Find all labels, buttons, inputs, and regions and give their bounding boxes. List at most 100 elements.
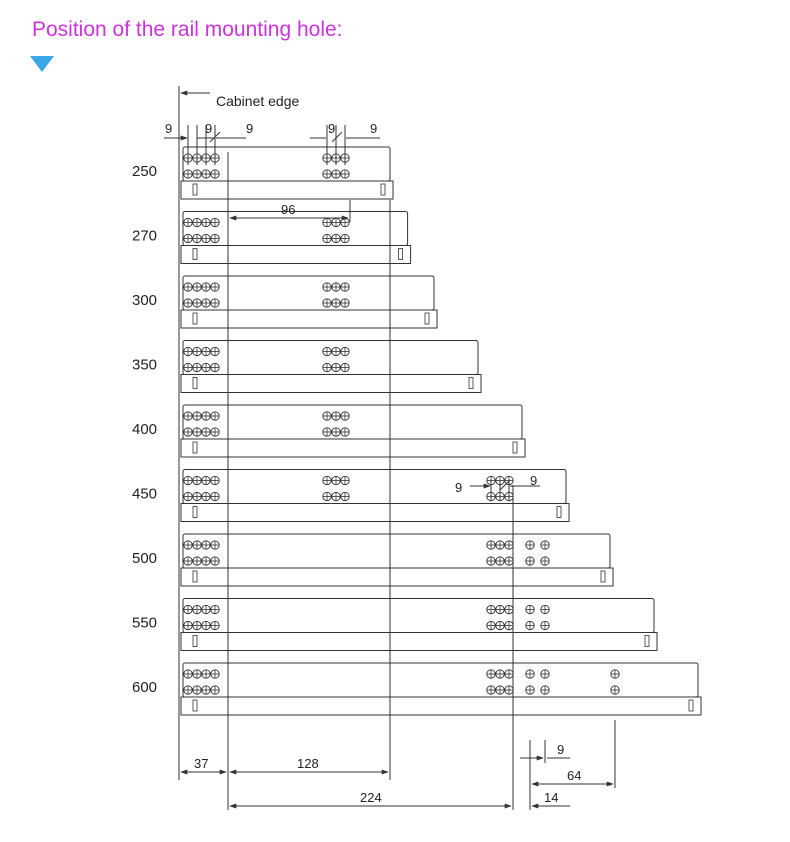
mounting-hole-icon <box>183 298 193 308</box>
mounting-hole-icon <box>486 540 496 550</box>
mounting-hole-icon <box>340 475 350 486</box>
rail-lower-bar <box>180 309 438 329</box>
mounting-hole-icon <box>504 556 514 566</box>
rail-slot-right <box>688 699 694 712</box>
mounting-hole-icon <box>183 685 193 695</box>
rail-slot-right <box>424 312 430 325</box>
mounting-hole-icon <box>192 411 202 421</box>
mounting-hole-icon <box>183 540 193 550</box>
mounting-hole-icon <box>201 556 211 566</box>
mounting-hole-icon <box>201 282 211 292</box>
rail-550: 550 <box>132 598 658 651</box>
rail-slot-right <box>512 441 518 454</box>
rail-length-label: 250 <box>132 163 157 180</box>
mounting-hole-icon <box>210 540 220 550</box>
mounting-hole-icon <box>331 362 341 373</box>
dim-96: 96 <box>281 202 295 217</box>
mounting-hole-icon <box>331 475 341 486</box>
mounting-hole-icon <box>192 604 202 615</box>
mounting-hole-icon <box>331 217 341 228</box>
rail-upper-body <box>182 533 611 569</box>
mounting-hole-icon <box>322 491 332 502</box>
mounting-hole-icon <box>495 669 505 679</box>
page-title: Position of the rail mounting hole: <box>32 18 343 41</box>
mounting-hole-icon <box>192 669 202 679</box>
rail-slot-left <box>192 570 198 583</box>
mounting-hole-icon <box>192 491 202 502</box>
dim-9-top-left-a: 9 <box>165 121 172 136</box>
mounting-hole-icon <box>322 346 332 357</box>
mounting-hole-icon <box>525 669 535 679</box>
mounting-hole-icon <box>322 475 332 486</box>
mounting-hole-icon <box>340 233 350 244</box>
mounting-hole-icon <box>192 346 202 357</box>
rail-270: 270 <box>132 211 412 264</box>
mounting-hole-icon <box>183 282 193 292</box>
mounting-hole-icon <box>183 427 193 437</box>
mounting-hole-icon <box>504 540 514 550</box>
mounting-hole-icon <box>192 362 202 373</box>
mounting-hole-icon <box>183 411 193 421</box>
mounting-hole-icon <box>183 604 193 615</box>
rail-slot-right <box>644 635 650 647</box>
rail-slot-right <box>468 377 474 389</box>
mounting-hole-icon <box>525 685 535 695</box>
rail-lower-bar <box>180 503 570 522</box>
rail-slot-right <box>600 570 606 583</box>
mounting-hole-icon <box>525 540 535 550</box>
rail-length-label: 400 <box>132 421 157 438</box>
mounting-hole-icon <box>486 685 496 695</box>
mounting-hole-icon <box>340 362 350 373</box>
rail-length-label: 350 <box>132 357 157 374</box>
mounting-hole-icon <box>331 427 341 437</box>
rail-upper-body <box>182 404 523 440</box>
dim-224: 224 <box>360 790 382 805</box>
dim-14: 14 <box>544 790 558 805</box>
rail-length-label: 500 <box>132 550 157 567</box>
mounting-hole-icon <box>201 604 211 615</box>
mounting-hole-icon <box>540 540 550 550</box>
mounting-hole-icon <box>210 620 220 631</box>
mounting-hole-icon <box>201 346 211 357</box>
rail-upper-body <box>182 146 391 182</box>
mounting-hole-icon <box>192 233 202 244</box>
rail-slot-right <box>398 248 404 260</box>
mounting-hole-icon <box>210 411 220 421</box>
mounting-hole-icon <box>331 298 341 308</box>
mounting-hole-icon <box>210 427 220 437</box>
mounting-hole-icon <box>183 475 193 486</box>
mounting-hole-icon <box>210 233 220 244</box>
rail-slot-right <box>556 506 562 518</box>
mounting-hole-icon <box>201 620 211 631</box>
rail-slot-right <box>380 183 386 196</box>
mounting-hole-icon <box>340 282 350 292</box>
mounting-hole-icon <box>340 346 350 357</box>
mounting-hole-icon <box>540 620 550 631</box>
mounting-hole-icon <box>192 475 202 486</box>
mounting-hole-icon <box>201 411 211 421</box>
mounting-hole-icon <box>540 556 550 566</box>
rail-lower-bar <box>180 438 526 458</box>
rail-500: 500 <box>132 533 614 587</box>
rail-250: 250 <box>132 146 394 200</box>
mounting-hole-icon <box>201 169 211 179</box>
mounting-hole-icon <box>210 217 220 228</box>
mounting-hole-icon <box>201 427 211 437</box>
mounting-hole-icon <box>331 169 341 179</box>
mounting-hole-icon <box>201 669 211 679</box>
mounting-hole-icon <box>183 669 193 679</box>
mounting-hole-icon <box>322 217 332 228</box>
mounting-hole-icon <box>504 685 514 695</box>
dim-37: 37 <box>194 756 208 771</box>
rail-lower-bar <box>180 567 614 587</box>
mounting-hole-icon <box>201 298 211 308</box>
mounting-hole-icon <box>525 556 535 566</box>
mounting-hole-icon <box>183 217 193 228</box>
mounting-hole-icon <box>210 475 220 486</box>
dim-9-top-left-c: 9 <box>246 121 253 136</box>
mounting-hole-icon <box>540 669 550 679</box>
mounting-hole-icon <box>322 362 332 373</box>
triangle-down-icon <box>30 56 54 72</box>
mounting-hole-icon <box>210 669 220 679</box>
